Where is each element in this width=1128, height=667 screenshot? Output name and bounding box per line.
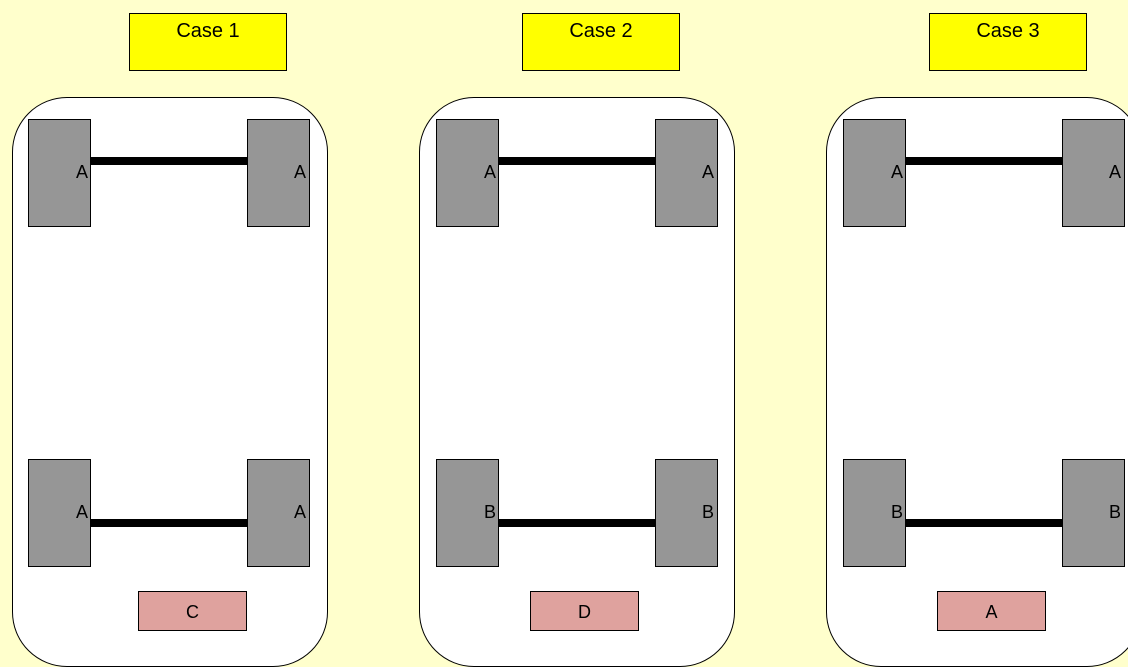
tire-rear-right: B	[1062, 459, 1125, 567]
tire-front-left: A	[28, 119, 91, 227]
tire-front-left: A	[843, 119, 906, 227]
tire-rear-right: B	[655, 459, 718, 567]
front-axle	[499, 157, 655, 165]
tire-front-left: A	[436, 119, 499, 227]
tire-label: A	[75, 162, 88, 182]
tire-label: A	[890, 162, 903, 182]
case-label: Case 2	[522, 13, 680, 71]
rear-axle	[906, 519, 1062, 527]
tire-rear-right: A	[247, 459, 310, 567]
front-axle	[906, 157, 1062, 165]
car-body: A A B B A	[826, 97, 1128, 667]
tire-label: A	[75, 502, 88, 522]
tire-label: B	[483, 502, 496, 522]
rear-axle	[91, 519, 247, 527]
car-body: A A A A C	[12, 97, 328, 667]
tire-rear-left: A	[28, 459, 91, 567]
tire-label: B	[890, 502, 903, 522]
case-label: Case 3	[929, 13, 1087, 71]
tire-label: A	[483, 162, 496, 182]
rear-axle	[499, 519, 655, 527]
tire-front-right: A	[1062, 119, 1125, 227]
tire-rear-left: B	[436, 459, 499, 567]
tire-label: A	[293, 162, 306, 182]
tire-label: B	[1108, 502, 1121, 522]
tire-label: B	[701, 502, 714, 522]
case-badge: D	[530, 591, 639, 631]
car-body: A A B B D	[419, 97, 735, 667]
tire-front-right: A	[247, 119, 310, 227]
tire-label: A	[293, 502, 306, 522]
case-badge: A	[937, 591, 1046, 631]
tire-label: A	[1108, 162, 1121, 182]
tire-rear-left: B	[843, 459, 906, 567]
diagram-page: { "cases": [ { "title": "Case 1", "front…	[12, 13, 1128, 667]
front-axle	[91, 157, 247, 165]
case-label: Case 1	[129, 13, 287, 71]
tire-label: A	[701, 162, 714, 182]
tire-front-right: A	[655, 119, 718, 227]
case-badge: C	[138, 591, 247, 631]
